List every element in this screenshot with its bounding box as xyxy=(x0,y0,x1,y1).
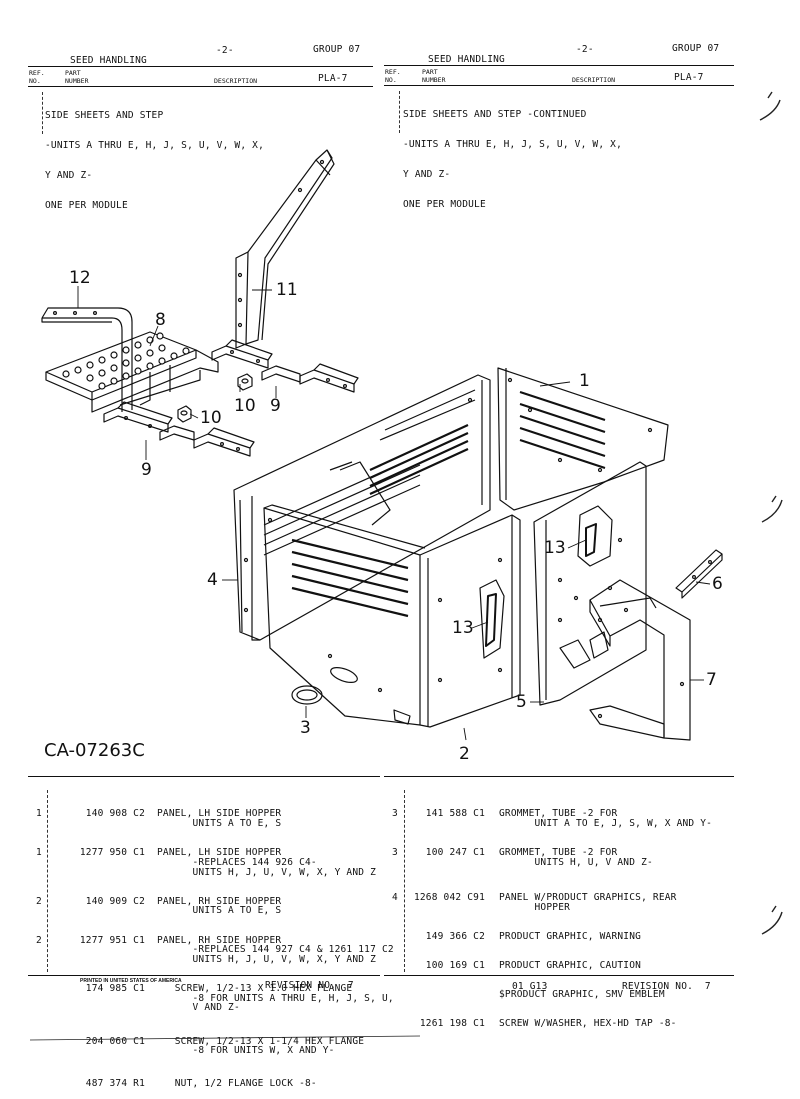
rh-side-panel-drawing xyxy=(263,504,521,728)
callout-10-upper: 10 xyxy=(234,396,256,416)
left-intro: SIDE SHEETS AND STEP -UNITS A THRU E, H,… xyxy=(45,110,265,211)
left-revision: REVISION NO. 7 xyxy=(265,980,354,991)
parts-row: 3 141 588 C1 GROMMET, TUBE -2 FOR UNIT A… xyxy=(392,808,713,830)
scan-line xyxy=(29,1035,421,1041)
callout-1: 1 xyxy=(579,371,590,391)
parts-row: 3 100 247 C1 GROMMET, TUBE -2 FOR UNITS … xyxy=(392,847,653,868)
right-intro: SIDE SHEETS AND STEP -CONTINUED -UNITS A… xyxy=(403,109,623,210)
right-ref-label: REF. xyxy=(385,68,401,76)
small-bracket-drawing xyxy=(675,549,723,599)
callout-9-lower: 9 xyxy=(141,460,152,480)
callout-6: 6 xyxy=(712,574,723,594)
parts-row: 4 1268 042 C91 PANEL W/PRODUCT GRAPHICS,… xyxy=(392,892,677,913)
parts-row: 174 985 C1 SCREW, 1/2-13 X 1.0 HEX FLANG… xyxy=(85,983,394,1014)
callout-8: 8 xyxy=(155,310,166,330)
angle-bracket-lower-drawing xyxy=(103,401,255,457)
callout-12: 12 xyxy=(69,268,91,288)
grommet-drawing xyxy=(291,685,323,705)
support-bracket-drawing xyxy=(235,149,335,349)
parts-row: 1 140 908 C2 PANEL, LH SIDE HOPPER UNITS… xyxy=(36,808,282,830)
callout-13-right: 13 xyxy=(544,538,566,558)
callout-10-lower: 10 xyxy=(200,408,222,428)
parts-row: 487 374 R1 NUT, 1/2 FLANGE LOCK -8- xyxy=(85,1078,317,1090)
printed-notice: PRINTED IN UNITED STATES OF AMERICA xyxy=(80,978,182,984)
callout-4: 4 xyxy=(207,570,218,590)
callout-7: 7 xyxy=(706,670,717,690)
binder-marks xyxy=(29,91,783,1041)
right-revision: REVISION NO. 7 xyxy=(622,981,711,992)
parts-row: 1 1277 950 C1 PANEL, LH SIDE HOPPER -REP… xyxy=(36,847,377,878)
parts-row: 100 169 C1 PRODUCT GRAPHIC, CAUTION xyxy=(425,959,642,971)
right-page-number: -2- xyxy=(576,44,594,55)
right-parts-list: 3 141 588 C1 GROMMET, TUBE -2 FOR UNIT A… xyxy=(392,790,712,1039)
right-part-label: PART xyxy=(422,68,438,76)
left-part-label: PART xyxy=(65,69,81,77)
right-code: PLA-7 xyxy=(674,72,704,83)
left-ref-label: REF. xyxy=(29,69,45,77)
callout-11: 11 xyxy=(276,280,298,300)
right-page-code: 01 G13 xyxy=(512,981,548,992)
left-section-title: SEED HANDLING xyxy=(70,55,147,66)
left-no-label: NO. xyxy=(29,77,41,85)
left-group: GROUP 07 xyxy=(313,44,361,55)
step-handle-drawing xyxy=(41,307,133,412)
left-number-label: NUMBER xyxy=(65,77,89,85)
binder-mark-bottom xyxy=(761,905,783,935)
step-plate-drawing xyxy=(45,331,219,413)
binder-mark-middle xyxy=(761,495,783,523)
binder-mark-top xyxy=(759,91,781,121)
right-group: GROUP 07 xyxy=(672,43,720,54)
left-code: PLA-7 xyxy=(318,73,348,84)
callout-3: 3 xyxy=(300,718,311,738)
right-description-label: DESCRIPTION xyxy=(572,76,616,84)
parts-row: 2 140 909 C2 PANEL, RH SIDE HOPPER UNITS… xyxy=(36,895,282,917)
angle-bracket-upper-drawing xyxy=(211,339,359,393)
rear-hopper-panel-drawing xyxy=(233,374,491,641)
right-section-title: SEED HANDLING xyxy=(428,54,505,65)
parts-row: 1261 198 C1 SCREW W/WASHER, HEX-HD TAP -… xyxy=(419,1018,677,1030)
parts-row: 149 366 C2 PRODUCT GRAPHIC, WARNING xyxy=(425,930,642,942)
figure-id: CA-07263C xyxy=(44,740,145,761)
left-description-label: DESCRIPTION xyxy=(214,77,258,85)
callout-9-upper: 9 xyxy=(270,396,281,416)
parts-row: 2 1277 951 C1 PANEL, RH SIDE HOPPER -REP… xyxy=(36,934,394,965)
right-no-label: NO. xyxy=(385,76,397,84)
front-frame-drawing xyxy=(589,579,691,741)
callout-13-left: 13 xyxy=(452,618,474,638)
inner-panel-drawing xyxy=(533,461,647,706)
left-page-number: -2- xyxy=(216,45,234,56)
parts-row: $PRODUCT GRAPHIC, SMV EMBLEM xyxy=(499,989,665,1001)
right-number-label: NUMBER xyxy=(422,76,446,84)
callout-2: 2 xyxy=(459,744,470,764)
callout-5: 5 xyxy=(516,692,527,712)
exploded-parts-diagram xyxy=(41,149,723,741)
